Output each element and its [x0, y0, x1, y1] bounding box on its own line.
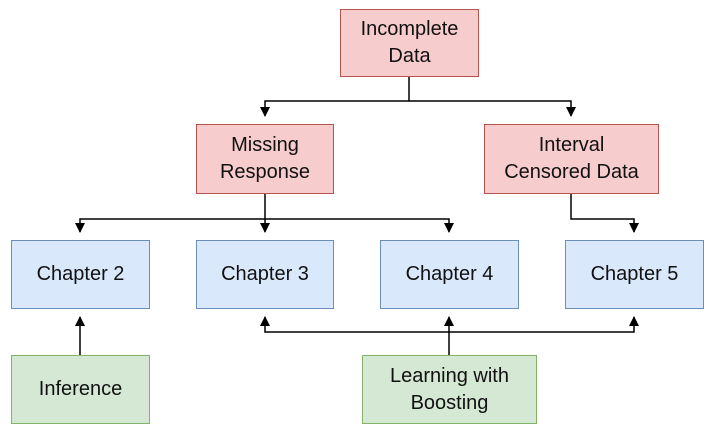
edge-missing-to-ch2 — [75, 194, 266, 233]
node-missing-response-label: Missing Response — [219, 134, 311, 183]
node-inference-label: Inference — [38, 378, 123, 400]
edge-interval-to-ch5 — [570, 194, 639, 233]
node-chapter-5-label: Chapter 5 — [590, 263, 679, 285]
node-interval-censored-data: Interval Censored Data — [484, 124, 659, 194]
edge-boosting-to-ch3 — [260, 316, 449, 333]
node-chapter-4: Chapter 4 — [380, 240, 519, 309]
node-chapter-3: Chapter 3 — [196, 240, 334, 309]
node-learning-with-boosting: Learning with Boosting — [362, 355, 537, 424]
node-chapter-5: Chapter 5 — [565, 240, 704, 309]
node-chapter-4-label: Chapter 4 — [405, 263, 494, 285]
node-interval-censored-data-label: Interval Censored Data — [504, 134, 639, 183]
node-chapter-3-label: Chapter 3 — [221, 263, 309, 285]
node-chapter-2-label: Chapter 2 — [36, 263, 125, 285]
node-inference: Inference — [11, 355, 150, 424]
edge-incomplete-to-missing — [260, 77, 410, 117]
edge-incomplete-to-interval — [409, 100, 576, 117]
node-chapter-2: Chapter 2 — [11, 240, 150, 309]
edge-boosting-to-ch5 — [449, 316, 639, 333]
node-incomplete-data: Incomplete Data — [340, 9, 479, 77]
edge-missing-to-ch4 — [265, 218, 454, 233]
node-missing-response: Missing Response — [196, 124, 334, 194]
node-incomplete-data-label: Incomplete Data — [360, 18, 459, 67]
node-learning-with-boosting-label: Learning with Boosting — [390, 364, 509, 414]
